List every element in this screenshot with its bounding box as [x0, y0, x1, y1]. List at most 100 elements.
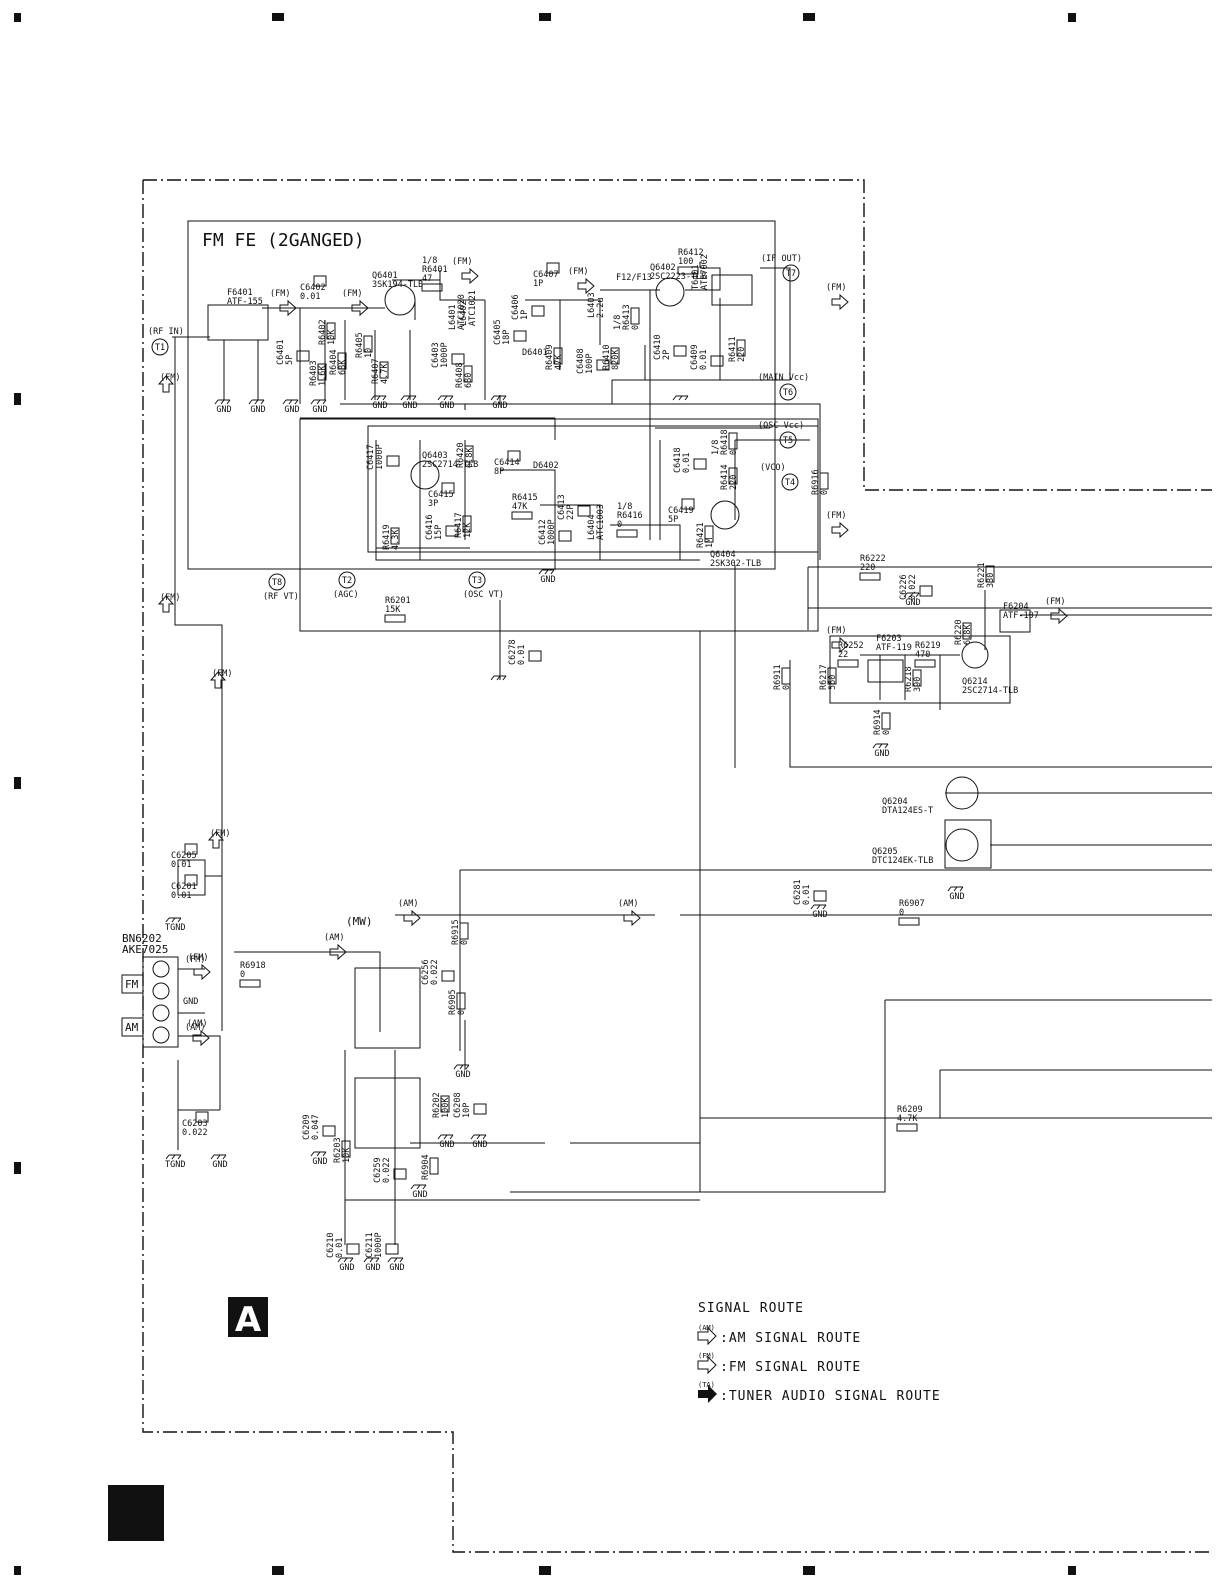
capacitor-body [184, 843, 198, 855]
resistor-ref: R6401 [422, 265, 448, 275]
capacitor-body [346, 1243, 360, 1255]
capacitor-ref: C6226 [899, 574, 909, 600]
resistor-value: 1M [705, 538, 715, 548]
resistor-value: 0 [460, 940, 470, 945]
fm-signal-tag: (FM) [212, 669, 232, 679]
resistor-body [553, 347, 563, 365]
am-signal-tag: (AM) [324, 933, 344, 943]
resistor-value: 560 [828, 675, 838, 690]
resistor-body [630, 307, 640, 325]
ground-icon [453, 1064, 470, 1070]
resistor-value: 1.6K [318, 365, 328, 386]
resistor-ref: R6220 [954, 619, 964, 645]
resistor-body [239, 979, 261, 988]
ground-label: GND [250, 405, 265, 415]
ground-icon [490, 675, 507, 681]
capacitor-value: 0.01 [171, 860, 191, 870]
fm-signal-tag: (FM) [826, 511, 846, 521]
connector-labels: BN6202 AKE7025 FM AM (FM) GND (AM) [122, 932, 205, 1034]
ground-label: GND [455, 1070, 470, 1080]
capacitor-value: 22P [566, 505, 576, 520]
resistor-value: 10 [364, 348, 374, 358]
resistor-ref: R6218 [904, 666, 914, 692]
fm-signal-tag: (FM) [188, 953, 208, 963]
capacitor-ref: C6402 [300, 283, 326, 293]
resistor-value: 0 [729, 450, 739, 455]
test-point-t8: T8(RF VT) [263, 573, 299, 602]
ground-icon [810, 904, 827, 910]
resistor-body [511, 511, 533, 520]
resistor-ref: R6402 [318, 319, 328, 345]
capacitor-ref: C6256 [421, 959, 431, 985]
capacitor-value: 0.022 [908, 574, 918, 600]
resistor-value: 820K [611, 349, 621, 370]
ground-label: GND [905, 598, 920, 608]
resistor-value: 0 [782, 685, 792, 690]
resistor-ref: R6219 [915, 641, 941, 651]
ground-label: GND [439, 1140, 454, 1150]
filter-ref: F6204 [1003, 602, 1029, 612]
fm-route-arrow-icon [209, 671, 227, 689]
capacitor-ref: C6278 [508, 639, 518, 665]
test-point-label: (RF IN) [148, 327, 184, 337]
ground-icon [310, 1151, 327, 1157]
resistor-value: 470 [915, 650, 930, 660]
resistor-ref: R6415 [512, 493, 538, 503]
capacitor-body [577, 505, 591, 517]
test-point-t1: T1(RF IN) [148, 327, 184, 356]
capacitor-ref: C6415 [428, 490, 454, 500]
capacitor-ref: C6412 [538, 519, 548, 545]
test-point-t6: T6(MAIN Vcc) [758, 373, 809, 401]
resistor-ref: R6918 [240, 961, 266, 971]
resistor-body [898, 917, 920, 926]
resistor-body [384, 614, 406, 623]
fm-frontend-block: FM FE (2GANGED) [187, 220, 819, 632]
am-signal-tag: (AM) [618, 899, 638, 909]
resistor-value: 22 [838, 650, 848, 660]
ground-label: GND [874, 749, 889, 759]
capacitor-ref: C6208 [453, 1092, 463, 1118]
capacitor-value: 15P [434, 525, 444, 540]
capacitor-value: 0.01 [171, 891, 191, 901]
ta-route-arrow-icon [698, 1385, 717, 1403]
capacitor-ref: C6414 [494, 458, 520, 468]
ground-icon [337, 1257, 354, 1263]
resistor-ref: R6911 [773, 664, 783, 690]
ground-label: GND [216, 405, 231, 415]
resistor-body [464, 445, 474, 463]
capacitor-value: 18P [502, 330, 512, 345]
fm-route-arrow-icon [157, 375, 175, 393]
resistor-body [390, 527, 400, 545]
legend-am: :AM SIGNAL ROUTE [720, 1331, 861, 1346]
am-route-arrow-icon [403, 909, 421, 927]
legend-tag-am: (AM) [698, 1324, 715, 1332]
ground-icon [248, 399, 265, 405]
section-letter: A [235, 1300, 262, 1340]
transistor-value: DTA124ES-T [882, 806, 933, 816]
fm-signal-tag: (FM) [1045, 597, 1065, 607]
ground-label: GND [312, 1157, 327, 1167]
ground-label: GND [492, 401, 507, 411]
capacitor-body [393, 1168, 407, 1180]
capacitor-body [513, 330, 527, 342]
fm-signal-tag: (FM) [160, 593, 180, 603]
tuner-ground-label: TGND [165, 1160, 185, 1170]
